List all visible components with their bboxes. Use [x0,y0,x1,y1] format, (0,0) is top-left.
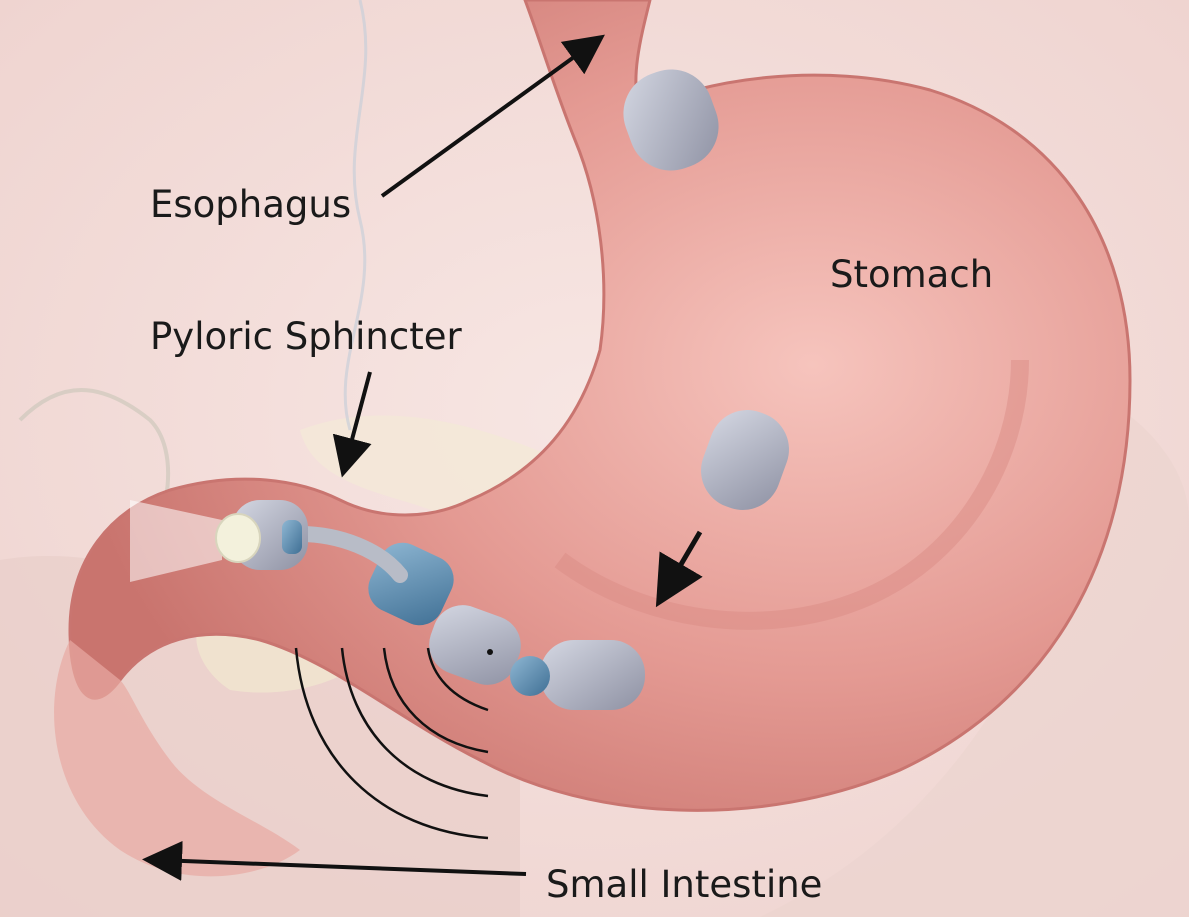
capsule-dot [487,649,493,655]
pyloric-sphincter-label: Pyloric Sphincter [150,318,462,355]
capsule-end-segment [540,640,645,710]
capsule-head-ring [282,520,302,554]
capsule-joint [510,656,550,696]
esophagus-label: Esophagus [150,186,351,223]
small-intestine-label: Small Intestine [546,866,822,903]
camera-lens [216,514,260,562]
stomach-label: Stomach [830,256,993,293]
